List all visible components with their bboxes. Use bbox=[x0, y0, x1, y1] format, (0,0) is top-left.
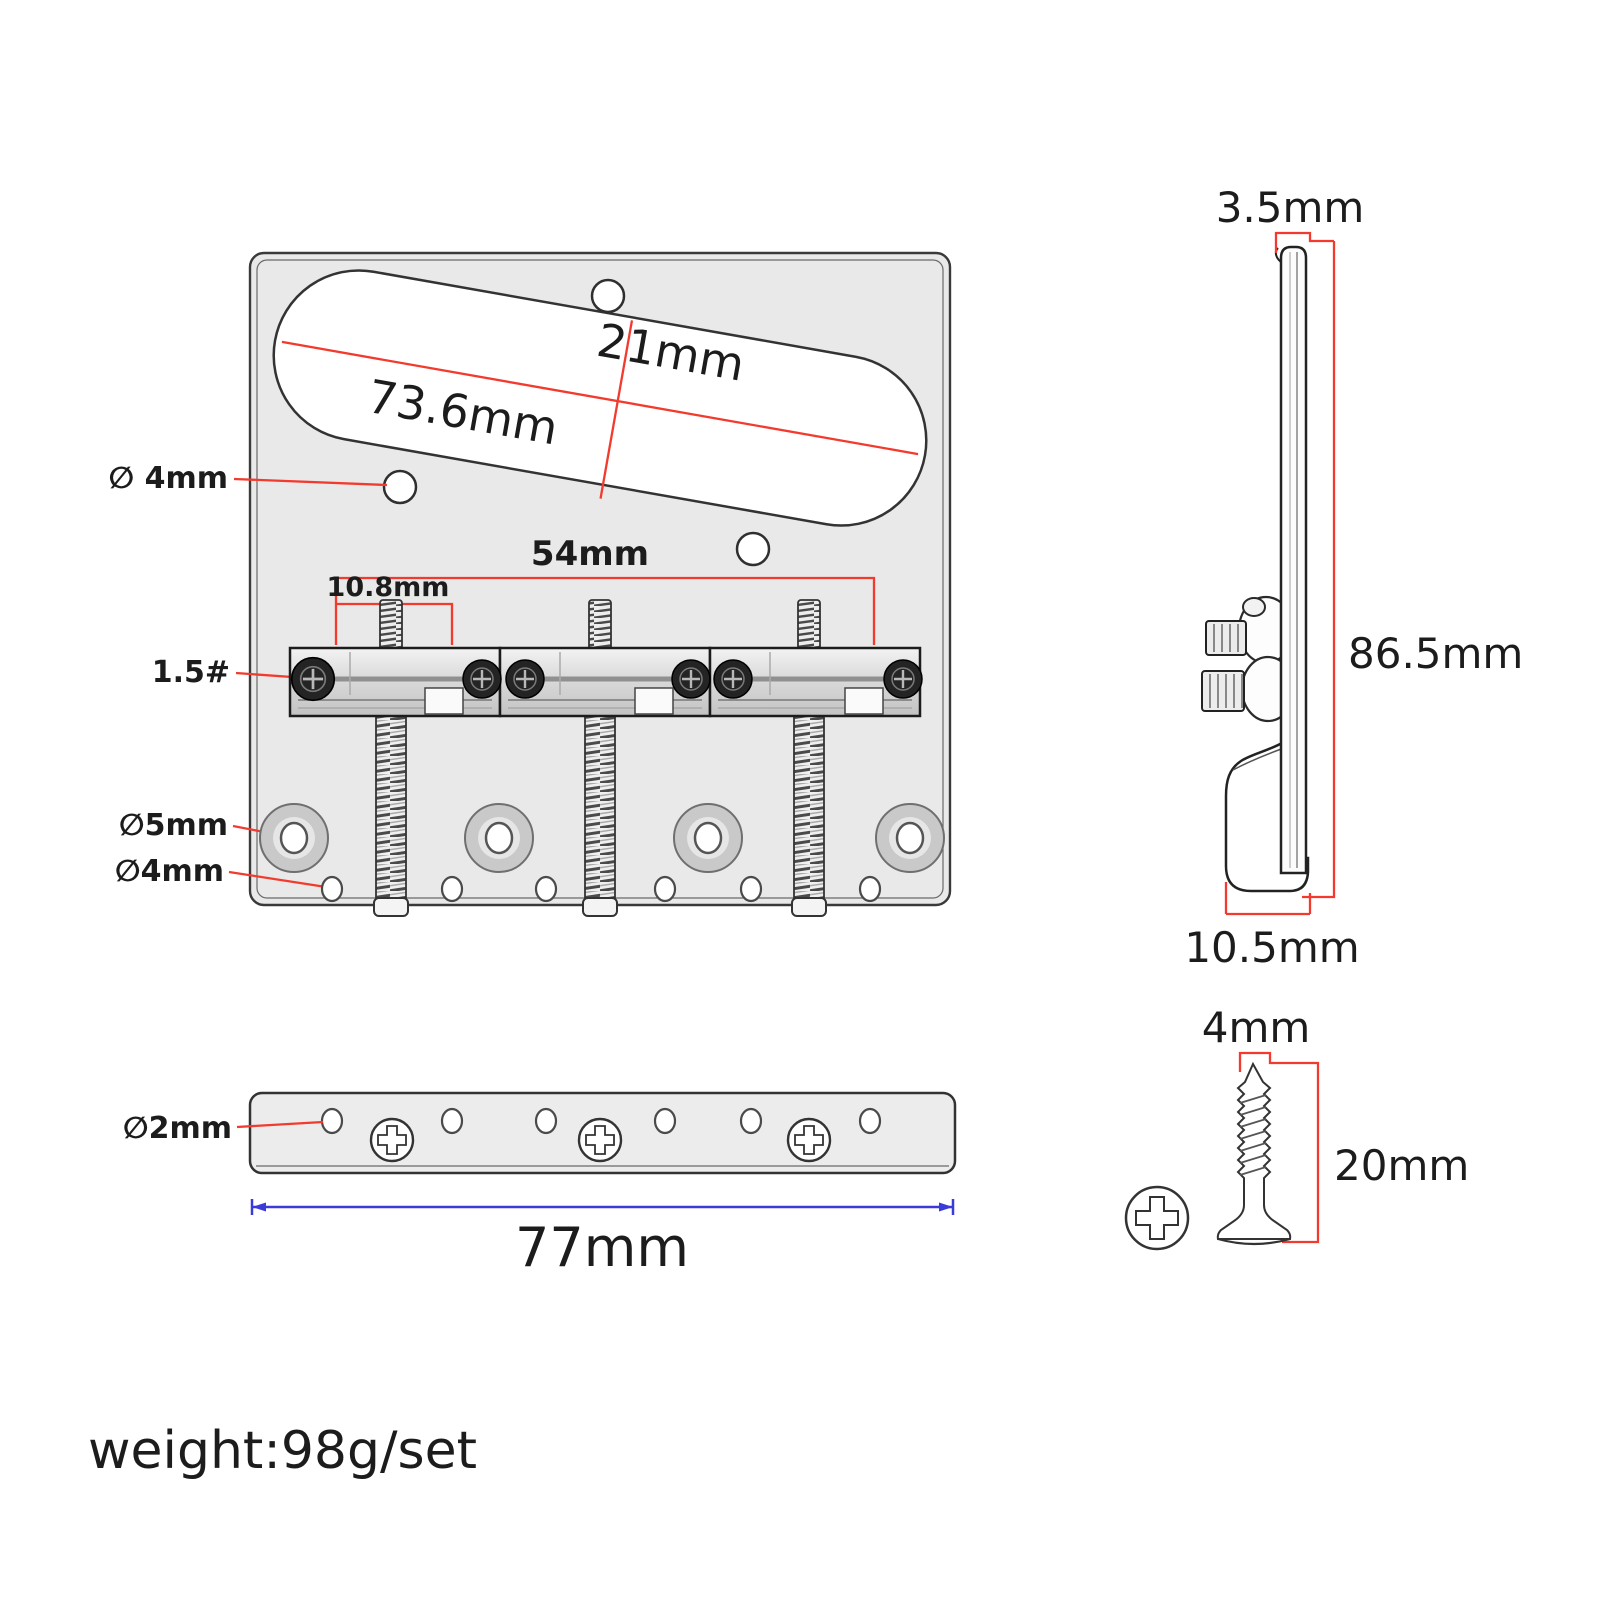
mount-screw-figure: 4mm 20mm bbox=[1124, 1003, 1469, 1251]
intonation-screw-head-icon bbox=[504, 658, 546, 700]
height-adjust-stud bbox=[379, 599, 403, 651]
intonation-screw-head-icon bbox=[290, 656, 336, 702]
cutout-length-line bbox=[281, 340, 919, 456]
string-ferrule-icon bbox=[672, 802, 744, 874]
side-thickness-value: 3.5mm bbox=[1216, 183, 1365, 232]
side-height-dimension: 86.5mm bbox=[1302, 241, 1523, 899]
intonation-screw-head-icon bbox=[461, 658, 503, 700]
side-thickness-dimension: 3.5mm bbox=[1216, 183, 1365, 253]
mounting-hole-mid bbox=[735, 531, 771, 567]
side-screw-icon bbox=[1201, 670, 1245, 712]
saddle-span-dimension: 54mm bbox=[334, 534, 876, 645]
side-screw-icon bbox=[1205, 620, 1247, 656]
base-plate-hole bbox=[858, 1107, 882, 1135]
phillips-screw-icon bbox=[786, 1117, 832, 1163]
bridge-plate-front-view: 73.6mm 21mm ∅ 4mm 1.5# ∅5mm ∅4mm 54mm 10… bbox=[108, 251, 952, 917]
height-adjust-stud bbox=[797, 599, 821, 651]
string-hole bbox=[653, 875, 677, 903]
spring-nut bbox=[373, 897, 409, 917]
pickup-cutout bbox=[272, 269, 928, 527]
bridge-side-view: 3.5mm 86.5mm 10.5mm bbox=[1184, 183, 1523, 972]
string-hole bbox=[858, 875, 882, 903]
spring-nut bbox=[791, 897, 827, 917]
base-plate-hole bbox=[739, 1107, 763, 1135]
string-ferrule-icon bbox=[874, 802, 946, 874]
saddle-screw-size-label: 1.5# bbox=[152, 655, 230, 690]
string-hole bbox=[320, 875, 344, 903]
string-hole bbox=[534, 875, 558, 903]
top-hole-diameter-label: ∅ 4mm bbox=[108, 461, 228, 496]
string-hole bbox=[739, 875, 763, 903]
saddle-pitch-dimension: 10.8mm bbox=[327, 572, 454, 645]
weight-label: weight:98g/set bbox=[88, 1421, 477, 1481]
intonation-screw-head-icon bbox=[882, 658, 924, 700]
saddle-assembly bbox=[288, 646, 924, 718]
mounting-hole-top bbox=[590, 278, 626, 314]
phillips-screw-icon bbox=[577, 1117, 623, 1163]
side-base-width-dimension: 10.5mm bbox=[1184, 882, 1360, 972]
base-hole-diameter-label: ∅2mm bbox=[123, 1111, 232, 1146]
saddle-pitch-value: 10.8mm bbox=[327, 572, 450, 603]
intonation-screw-head-icon bbox=[670, 658, 712, 700]
side-saddle-bracket bbox=[1224, 739, 1310, 893]
screw-dimension-lines bbox=[1238, 1051, 1320, 1244]
base-hole-leader-line bbox=[236, 1120, 324, 1129]
base-plate-view: ∅2mm 77mm bbox=[123, 1091, 957, 1279]
phillips-screw-icon bbox=[369, 1117, 415, 1163]
saddle-spring bbox=[793, 715, 825, 899]
side-plate-bar bbox=[1274, 245, 1308, 875]
string-hole bbox=[440, 875, 464, 903]
saddle-spring bbox=[375, 715, 407, 899]
screw-length-value: 20mm bbox=[1334, 1141, 1469, 1190]
small-hole-leader-line bbox=[228, 870, 327, 889]
screw-side-icon bbox=[1216, 1061, 1292, 1246]
base-plate-hole bbox=[440, 1107, 464, 1135]
saddle-span-value: 54mm bbox=[531, 534, 649, 574]
string-ferrule-icon bbox=[463, 802, 535, 874]
ferrule-diameter-label: ∅5mm bbox=[119, 808, 228, 843]
phillips-head-top-icon bbox=[1124, 1185, 1190, 1251]
base-plate-hole bbox=[320, 1107, 344, 1135]
base-plate-hole bbox=[653, 1107, 677, 1135]
top-hole-leader-line bbox=[233, 477, 388, 487]
height-adjust-stud bbox=[588, 599, 612, 651]
cutout-width-line bbox=[599, 320, 634, 499]
base-width-dimension: 77mm bbox=[250, 1199, 955, 1279]
mounting-hole-upper-left bbox=[382, 469, 418, 505]
base-width-value: 77mm bbox=[515, 1216, 689, 1279]
saddle-spring bbox=[584, 715, 616, 899]
spring-nut bbox=[582, 897, 618, 917]
screw-diameter-value: 4mm bbox=[1202, 1003, 1311, 1052]
side-height-value: 86.5mm bbox=[1348, 629, 1523, 678]
intonation-screw-head-icon bbox=[712, 658, 754, 700]
string-ferrule-icon bbox=[258, 802, 330, 874]
base-plate-hole bbox=[534, 1107, 558, 1135]
side-base-width-value: 10.5mm bbox=[1184, 923, 1359, 972]
small-hole-diameter-label: ∅4mm bbox=[115, 854, 224, 889]
